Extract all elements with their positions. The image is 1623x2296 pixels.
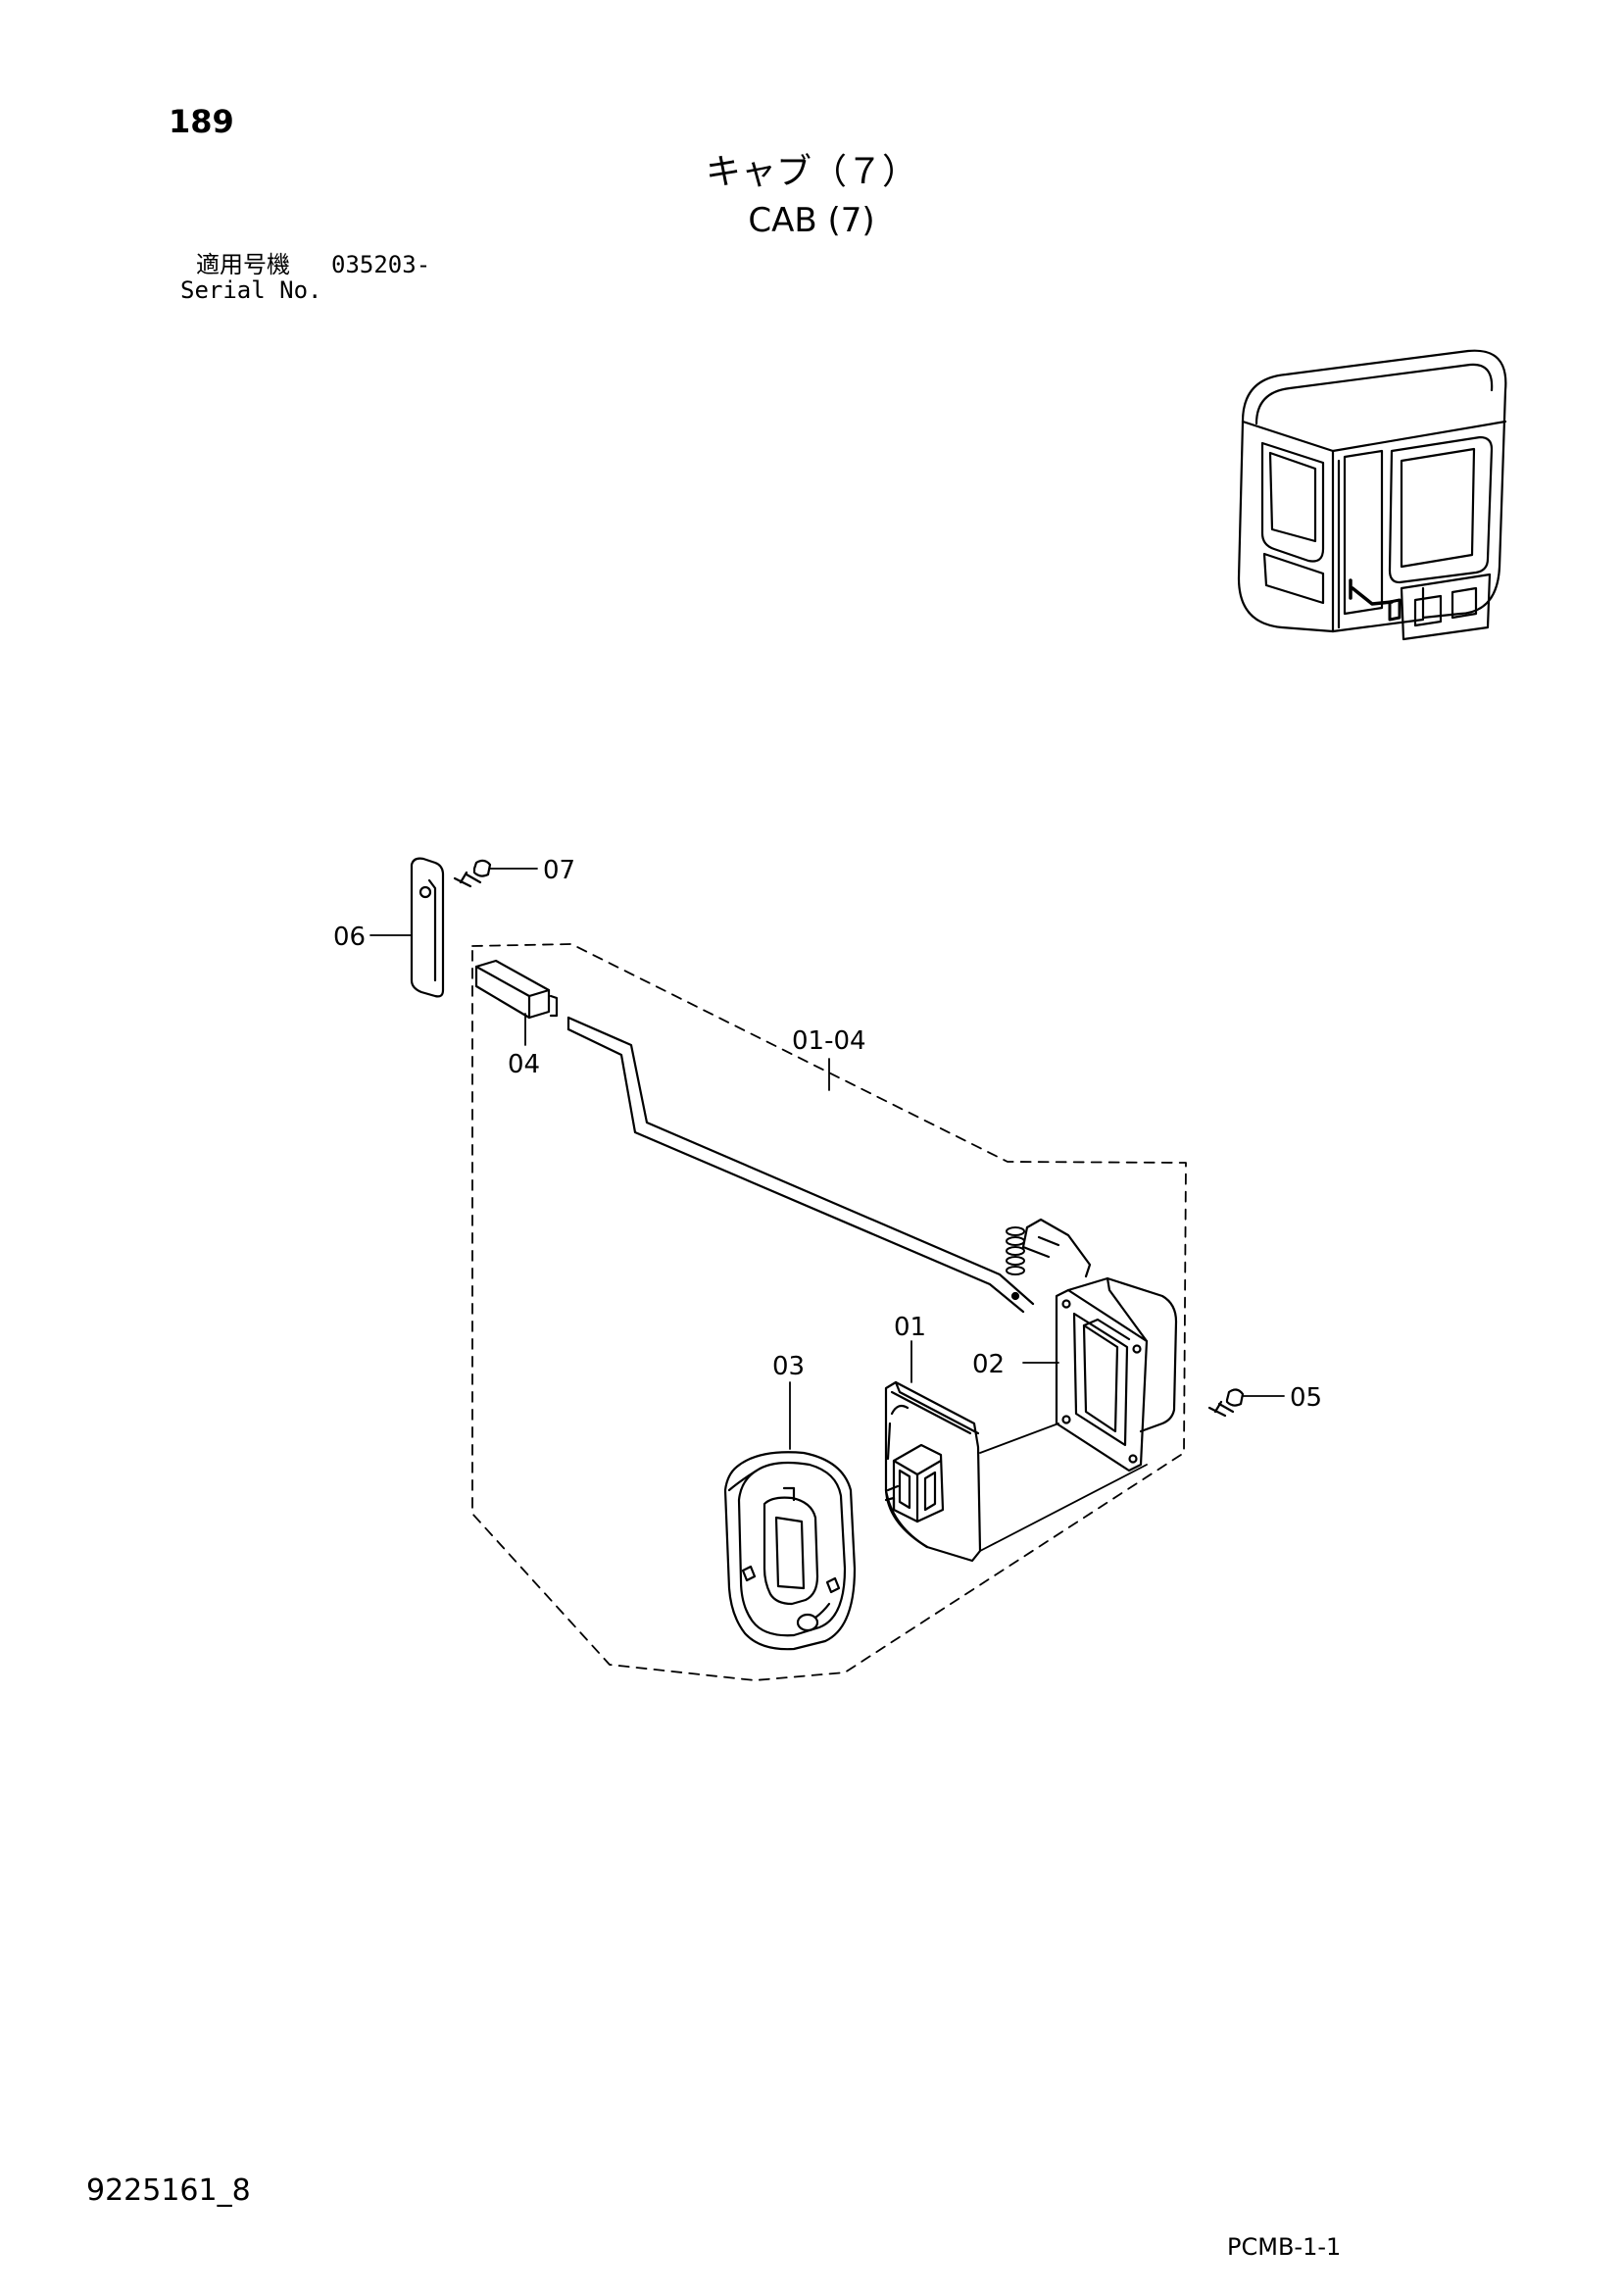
serial-value: 035203-: [331, 251, 431, 278]
callout-02: 02: [972, 1350, 1005, 1379]
callout-05: 05: [1290, 1383, 1322, 1413]
page-number: 189: [169, 103, 234, 140]
part-04-knob: [474, 959, 559, 1020]
part-spring: [1006, 1226, 1025, 1275]
callout-07: 07: [543, 856, 575, 885]
callout-04: 04: [508, 1050, 540, 1079]
page-title-en: CAB (7): [748, 201, 875, 240]
serial-label-jp: 適用号機: [196, 251, 290, 278]
callout-06: 06: [333, 923, 366, 952]
part-07-screw: [453, 859, 492, 888]
page-code: PCMB-1-1: [1227, 2233, 1342, 2261]
part-06-plate: [410, 857, 445, 998]
part-01-latch-plate: [884, 1380, 982, 1563]
group-outline: [471, 943, 1187, 1681]
cab-locator-illustration: [1237, 349, 1507, 641]
leader-lines: [369, 868, 1285, 1450]
callout-01: 01: [894, 1313, 926, 1342]
serial-label-en: Serial No.: [180, 276, 322, 304]
callout-01-04: 01-04: [792, 1026, 866, 1056]
part-03-escutcheon: [723, 1451, 857, 1651]
part-rod: [566, 1016, 1035, 1314]
part-02-lock-housing: [1021, 1218, 1178, 1472]
document-number: 9225161_8: [86, 2173, 251, 2208]
callout-03: 03: [772, 1352, 805, 1381]
page-title-jp: キャブ（７）: [705, 152, 917, 192]
part-05-screw: [1207, 1388, 1245, 1418]
